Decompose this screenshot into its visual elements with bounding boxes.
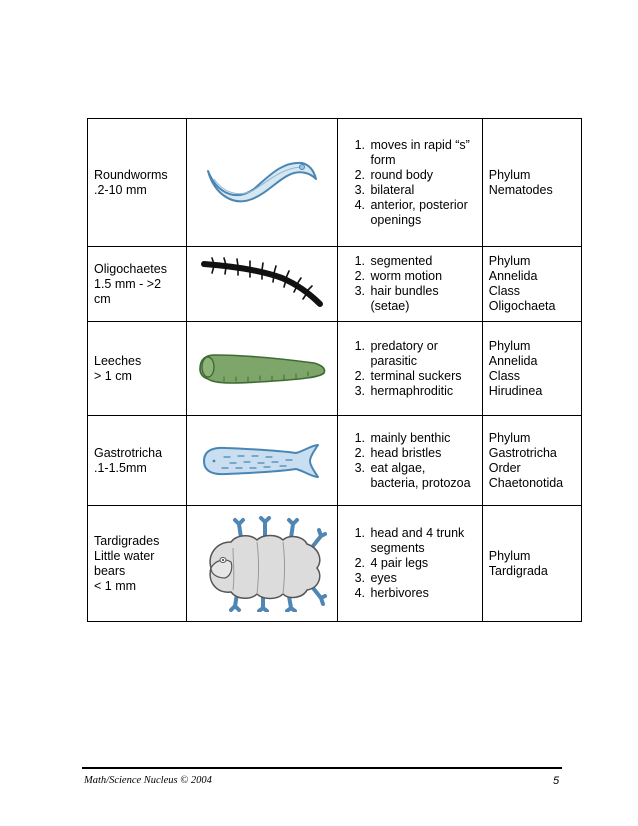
table-row: Oligochaetes 1.5 mm - >2 cm [86,246,583,322]
classification-cell: Phylum Tardigrada [481,505,583,622]
list-item: anterior, posterior openings [368,198,475,228]
classification-line: Class [488,284,521,298]
organism-name-cell: Oligochaetes 1.5 mm - >2 cm [86,246,188,322]
organism-picture-cell [186,321,339,416]
organism-picture-cell [186,118,339,247]
organism-common-name: Little water bears [94,548,155,578]
organism-size: .2-10 mm [94,182,147,197]
organism-table: Roundworms .2-10 mm moves in rapid “s” f… [86,118,583,622]
table-row: Tardigrades Little water bears < 1 mm [86,505,583,622]
list-item: herbivores [368,586,475,601]
list-item: eyes [368,571,475,586]
tardigrade-icon [209,515,328,612]
list-item: head bristles [368,446,475,461]
list-item: head and 4 trunk segments [368,526,475,556]
organism-name: Leeches [94,353,142,368]
page-number: 5 [553,775,560,787]
classification-cell: Phylum Annelida Class Oligochaeta [481,246,583,322]
classification-cell: Phylum Annelida Class Hirudinea [481,321,583,416]
table-row: Leeches > 1 cm predatory or parasitic te… [86,321,583,416]
characteristics-list: segmented worm motion hair bundles (seta… [344,254,475,314]
classification-cell: Phylum Nematodes [481,118,583,247]
list-item: hair bundles (setae) [368,284,475,314]
gastrotrich-icon [203,443,320,478]
characteristics-list: moves in rapid “s” form round body bilat… [344,138,475,228]
organism-name-cell: Roundworms .2-10 mm [86,118,188,247]
characteristics-cell: segmented worm motion hair bundles (seta… [337,246,483,322]
table-row: Gastrotricha .1-1.5mm [86,415,583,506]
organism-name-cell: Tardigrades Little water bears < 1 mm [86,505,188,622]
organism-picture-cell [186,505,339,622]
organism-size: 1.5 mm - >2 cm [94,276,162,306]
organism-name: Oligochaetes [94,261,167,276]
organism-size: .1-1.5mm [94,460,147,475]
characteristics-cell: mainly benthic head bristles eat algae, … [337,415,483,506]
list-item: worm motion [368,269,475,284]
characteristics-cell: head and 4 trunk segments 4 pair legs ey… [337,505,483,622]
footer-publisher: Math/Science Nucleus © 2004 [84,775,212,786]
characteristics-cell: predatory or parasitic terminal suckers … [337,321,483,416]
organism-picture-cell [186,246,339,322]
organism-picture-cell [186,415,339,506]
organism-size: > 1 cm [94,368,132,383]
list-item: predatory or parasitic [368,339,475,369]
classification-line: Phylum [488,254,531,268]
list-item: bilateral [368,183,475,198]
table-row: Roundworms .2-10 mm moves in rapid “s” f… [86,118,583,247]
leech-icon [199,353,326,384]
list-item: moves in rapid “s” form [368,138,475,168]
classification-line: Annelida [488,353,538,368]
classification-line: Order [488,460,521,475]
list-item: 4 pair legs [368,556,475,571]
characteristics-list: predatory or parasitic terminal suckers … [344,339,475,399]
organism-name-cell: Gastrotricha .1-1.5mm [86,415,188,506]
organism-name: Roundworms [94,167,168,182]
characteristics-cell: moves in rapid “s” form round body bilat… [337,118,483,247]
list-item: round body [368,168,475,183]
characteristics-list: mainly benthic head bristles eat algae, … [344,431,475,491]
classification-line: Oligochaeta [488,299,556,313]
list-item: segmented [368,254,475,269]
classification-line: Phylum [488,167,531,182]
organism-name: Gastrotricha [94,445,163,460]
footer-divider [82,767,562,769]
roundworm-icon [207,161,318,202]
classification-line: Class Hirudinea [488,368,543,398]
organism-name-cell: Leeches > 1 cm [86,321,188,416]
organism-size: < 1 mm [94,578,137,593]
list-item: mainly benthic [368,431,475,446]
characteristics-list: head and 4 trunk segments 4 pair legs ey… [344,526,475,601]
classification-line: Nematodes [488,182,553,197]
classification-line: Tardigrada [488,563,548,578]
classification-line: Phylum [488,338,531,353]
oligochaete-icon [201,257,324,307]
classification-line: Chaetonotida [488,475,564,490]
organism-name: Tardigrades [94,533,160,548]
list-item: terminal suckers [368,369,475,384]
classification-line: Gastrotricha [488,445,557,460]
list-item: eat algae, bacteria, protozoa [368,461,475,491]
classification-line: Annelida [488,269,538,283]
classification-line: Phylum [488,548,531,563]
list-item: hermaphroditic [368,384,475,399]
classification-line: Phylum [488,430,531,445]
classification-cell: Phylum Gastrotricha Order Chaetonotida [481,415,583,506]
